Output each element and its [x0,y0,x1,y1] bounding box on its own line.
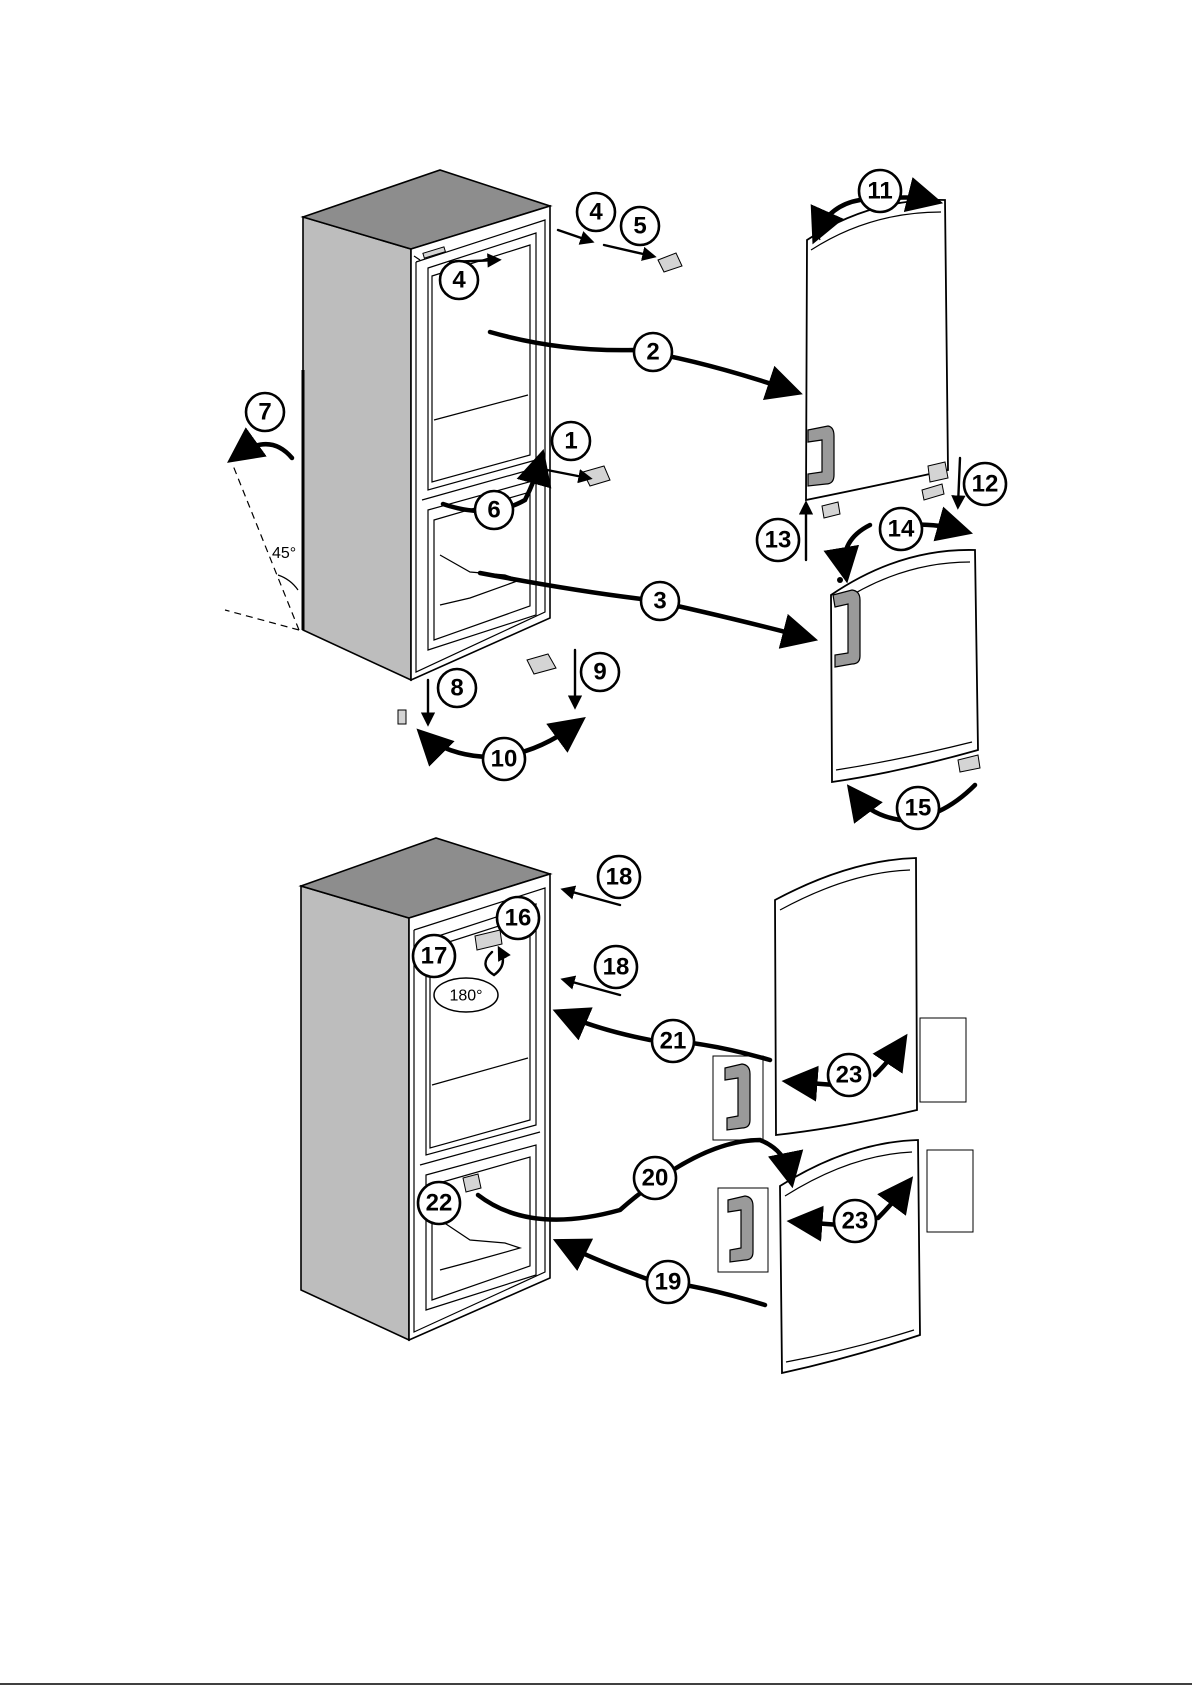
svg-text:18: 18 [603,954,630,981]
svg-text:6: 6 [487,497,500,524]
upper-door-reinstalled [713,858,966,1140]
svg-text:11: 11 [867,178,892,205]
svg-text:20: 20 [642,1165,669,1192]
svg-text:8: 8 [450,675,463,702]
svg-text:22: 22 [426,1190,453,1217]
svg-text:4: 4 [589,199,603,226]
step-20: 20 [634,1157,676,1199]
step-8: 8 [438,669,476,707]
step-1: 1 [552,422,590,460]
step-10: 10 [483,738,525,780]
svg-text:7: 7 [258,399,271,426]
step-23-lower: 23 [834,1200,876,1242]
svg-text:21: 21 [660,1028,687,1055]
step-3: 3 [641,582,679,620]
step-2: 2 [634,333,672,371]
svg-text:19: 19 [655,1269,682,1296]
step-4-lower: 4 [440,261,478,299]
svg-text:23: 23 [842,1208,869,1235]
svg-text:18: 18 [606,864,633,891]
step-21: 21 [652,1020,694,1062]
step-22: 22 [418,1182,460,1224]
svg-text:5: 5 [633,213,646,240]
svg-text:12: 12 [972,471,999,498]
step-18-lower: 18 [595,946,637,988]
step-18-upper: 18 [598,856,640,898]
svg-text:14: 14 [888,516,915,543]
step-15: 15 [897,787,939,829]
svg-text:180°: 180° [449,988,482,1005]
tilt-angle-label: 45° [272,545,296,562]
svg-text:2: 2 [646,339,659,366]
step-4-upper: 4 [577,193,615,231]
rotation-180-label: 180° [434,978,498,1012]
step-14: 14 [880,508,922,550]
step-13: 13 [757,519,799,561]
step-12: 12 [964,463,1006,505]
upper-door-removed [806,200,948,500]
svg-text:1: 1 [564,428,577,455]
lower-door-reinstalled [718,1140,973,1373]
step-5: 5 [621,207,659,245]
svg-text:4: 4 [452,267,466,294]
step-11: 11 [859,170,901,212]
svg-text:15: 15 [905,795,932,822]
step-19: 19 [647,1261,689,1303]
svg-text:16: 16 [505,905,532,932]
step-7: 7 [246,393,284,431]
svg-text:13: 13 [765,527,792,554]
fridge-cabinet-top [303,170,550,680]
lower-door-removed [831,550,980,782]
svg-text:9: 9 [593,659,606,686]
step-23-upper: 23 [828,1054,870,1096]
svg-text:23: 23 [836,1062,863,1089]
step-6: 6 [475,491,513,529]
step-9: 9 [581,653,619,691]
step-17: 17 [413,935,455,977]
svg-text:17: 17 [421,943,448,970]
svg-text:10: 10 [491,746,518,773]
svg-text:3: 3 [653,588,666,615]
step-16: 16 [497,897,539,939]
